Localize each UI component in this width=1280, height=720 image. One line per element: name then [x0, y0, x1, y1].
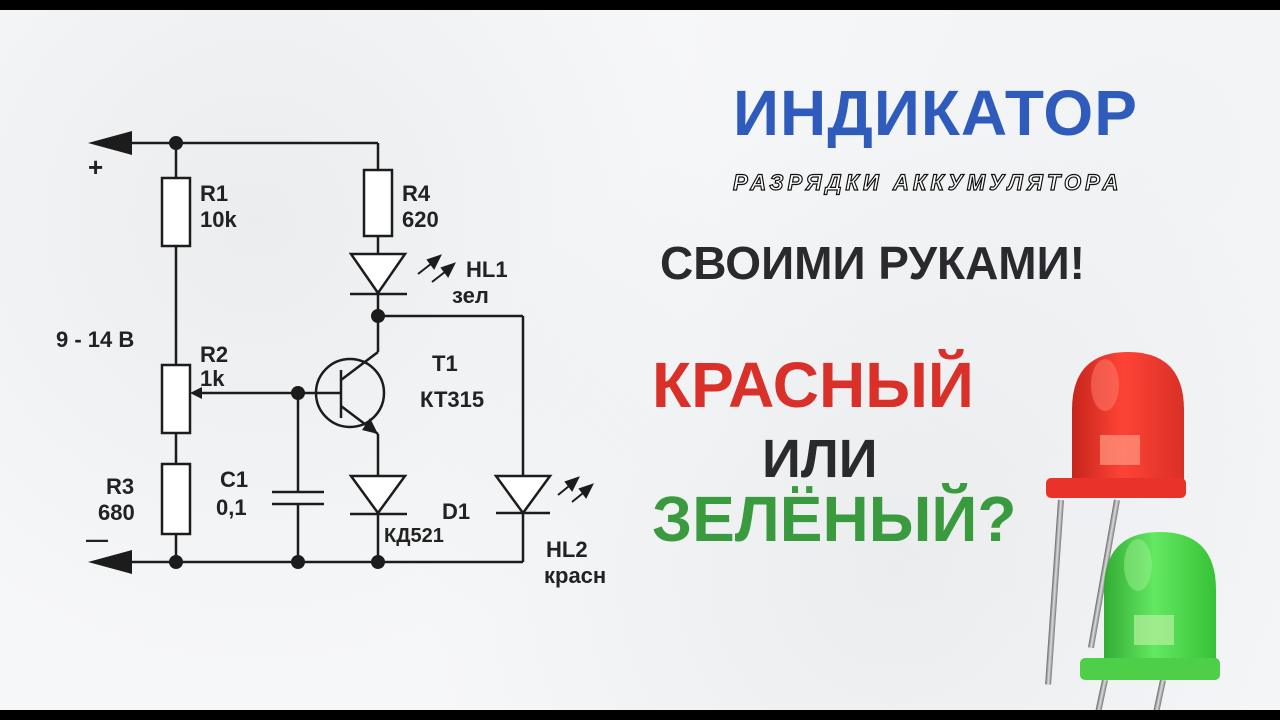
question-or: ИЛИ — [762, 429, 878, 489]
hl1-value: зел — [452, 283, 489, 308]
hl2-ref: HL2 — [546, 537, 588, 562]
title-indicator: ИНДИКАТОР — [733, 77, 1138, 149]
minus-terminal-arrow — [88, 550, 132, 574]
r2-value: 1k — [200, 366, 225, 391]
r4-value: 620 — [402, 207, 439, 232]
plus-terminal-arrow — [88, 131, 132, 155]
subtitle-battery-discharge: разрядки аккумулятора — [732, 169, 1123, 195]
hl1-ref: HL1 — [466, 257, 508, 282]
voltage-label: 9 - 14 В — [56, 327, 135, 352]
plus-label: + — [88, 152, 104, 182]
red-led — [1045, 352, 1186, 685]
question-red: КРАСНЫЙ — [652, 349, 974, 421]
t1-ref: T1 — [432, 351, 458, 376]
title-diy: СВОИМИ РУКАМИ! — [660, 237, 1085, 289]
r1-value: 10k — [200, 207, 237, 232]
r2-ref: R2 — [200, 342, 229, 367]
minus-label: — — [86, 527, 108, 552]
t1-value: КТ315 — [420, 387, 485, 412]
c1-ref: C1 — [220, 467, 249, 492]
r3-ref: R3 — [106, 474, 135, 499]
thumbnail-canvas: + — 9 - 14 В R1 10k R2 1k R3 680 R4 620 … — [0, 10, 1280, 710]
d1-value: КД521 — [384, 525, 444, 547]
led-illustration — [1045, 352, 1220, 710]
question-green: ЗЕЛЁНЫЙ? — [652, 483, 1017, 555]
green-led — [1080, 532, 1220, 710]
d1-ref: D1 — [442, 499, 471, 524]
r1-ref: R1 — [200, 181, 229, 206]
circuit-schematic — [88, 131, 594, 574]
paper-texture — [0, 10, 1280, 710]
r3-value: 680 — [98, 500, 135, 525]
r4-ref: R4 — [402, 181, 431, 206]
hl2-value: красн — [544, 563, 607, 588]
c1-value: 0,1 — [216, 495, 247, 520]
